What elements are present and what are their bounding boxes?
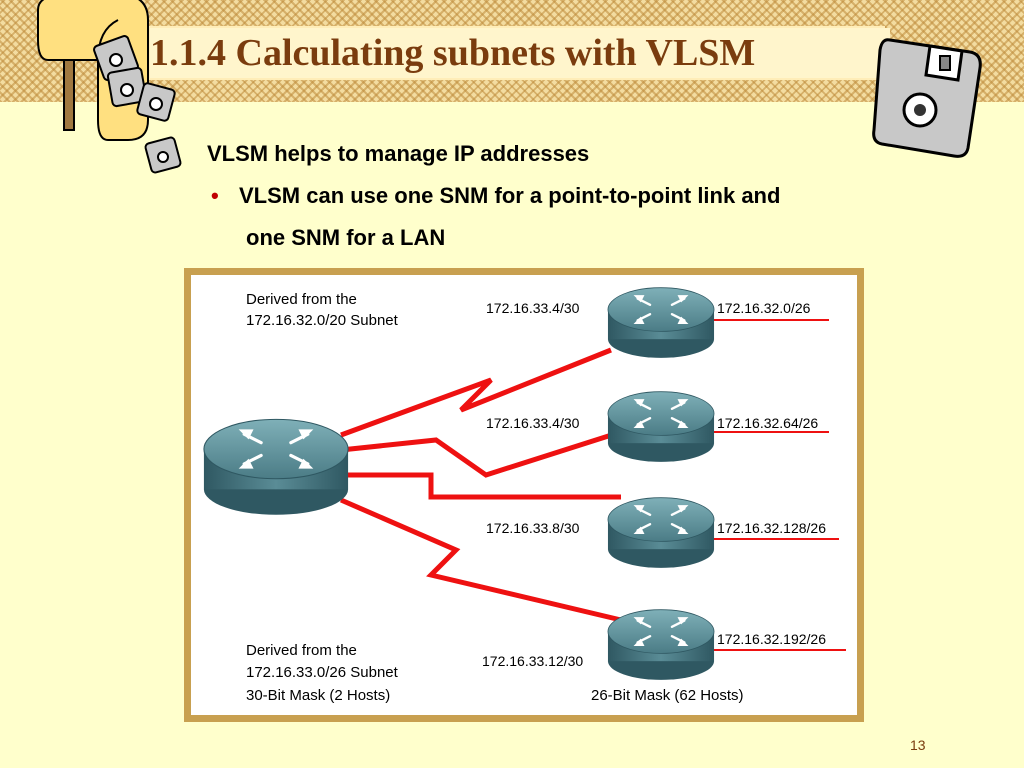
router-3-icon	[606, 496, 716, 570]
core-router-icon	[202, 417, 350, 517]
vlsm-diagram: Derived from the 172.16.32.0/20 Subnet D…	[184, 268, 864, 722]
right-caption: 26-Bit Mask (62 Hosts)	[591, 687, 744, 704]
lan-label: 172.16.32.128/26	[717, 520, 826, 536]
page-title: 1.1.4 Calculating subnets with VLSM	[150, 28, 890, 78]
page-number: 13	[910, 737, 926, 753]
bottom-caption-line1: Derived from the	[246, 642, 357, 659]
network-diagram-canvas: Derived from the 172.16.32.0/20 Subnet D…	[202, 286, 846, 704]
bottom-caption-line3: 30-Bit Mask (2 Hosts)	[246, 687, 390, 704]
wan-label: 172.16.33.12/30	[482, 653, 583, 669]
wan-link-4	[340, 497, 622, 623]
router-2-icon	[606, 390, 716, 464]
bullet-text-line1: VLSM can use one SNM for a point-to-poin…	[239, 183, 781, 208]
bullet-marker: •	[211, 183, 219, 208]
router-1-icon	[606, 286, 716, 360]
floppy-disk-icon	[872, 38, 982, 158]
wan-links	[340, 347, 622, 623]
bottom-caption-line2: 172.16.33.0/26 Subnet	[246, 664, 399, 681]
lan-label: 172.16.32.64/26	[717, 415, 818, 431]
bullet-item: • VLSM can use one SNM for a point-to-poi…	[211, 183, 780, 209]
wan-label: 172.16.33.4/30	[486, 415, 580, 431]
lan-links	[706, 319, 846, 651]
wan-label: 172.16.33.4/30	[486, 300, 580, 316]
mailbox-clipart-icon	[37, 0, 182, 174]
top-caption-line1: Derived from the	[246, 291, 357, 308]
wan-link-1	[340, 347, 612, 438]
router-4-icon	[606, 608, 716, 682]
top-caption-line2: 172.16.32.0/20 Subnet	[246, 312, 399, 329]
lan-label: 172.16.32.0/26	[717, 300, 811, 316]
lan-label: 172.16.32.192/26	[717, 631, 826, 647]
wan-label: 172.16.33.8/30	[486, 520, 580, 536]
wan-link-2	[340, 429, 622, 478]
wan-link-3	[341, 472, 621, 500]
bullet-text-line2: one SNM for a LAN	[246, 225, 446, 250]
slide-heading: VLSM helps to manage IP addresses	[207, 141, 590, 166]
